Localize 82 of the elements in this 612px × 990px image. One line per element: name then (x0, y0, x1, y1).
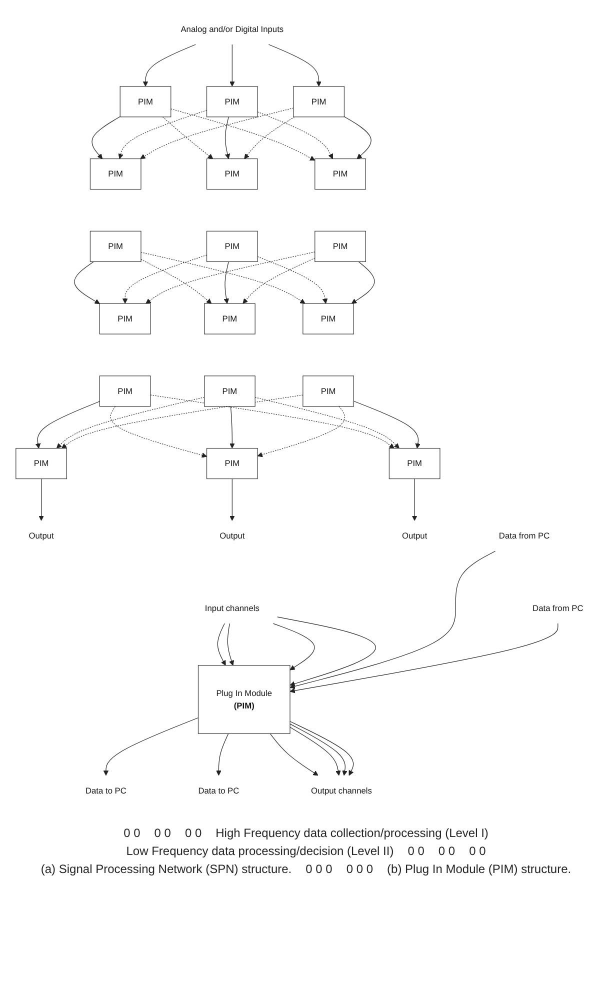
arrow (74, 261, 100, 304)
arrow (140, 108, 294, 160)
arrow (351, 261, 375, 304)
arrow (35, 401, 100, 449)
note-text: High Frequency data collection/processing (Level I) (216, 826, 488, 840)
module-box: PIM (120, 86, 172, 118)
arrow (170, 108, 316, 161)
arrow (290, 726, 341, 776)
module-box: PIM (206, 448, 258, 480)
module-box: PIM (314, 158, 366, 190)
arrow (224, 261, 229, 304)
text-label: Output (220, 530, 245, 540)
note-text: 0 0 (124, 826, 140, 840)
arrow (344, 116, 372, 160)
arrow (290, 550, 496, 689)
arrow (227, 623, 234, 666)
arrow (257, 406, 346, 458)
arrow (230, 406, 235, 449)
arrow (92, 116, 120, 160)
arrow (230, 44, 235, 87)
module-box: PIM (206, 158, 258, 190)
module-box: PIM (206, 230, 258, 262)
module-box: PIM (206, 86, 258, 118)
text-label: Analog and/or Digital Inputs (180, 24, 284, 34)
note-text: 0 0 (408, 844, 424, 858)
note-text: 0 0 0 (306, 862, 332, 876)
arrow (277, 616, 376, 686)
arrow (150, 394, 394, 449)
note-text: (a) Signal Processing Network (SPN) structure. (40, 862, 292, 876)
arrow (230, 478, 235, 521)
module-box: PIM (314, 230, 366, 262)
arrow (242, 258, 316, 304)
note-text: 0 0 0 (346, 862, 374, 876)
arrow (270, 733, 318, 776)
text-label: Data from PC (532, 603, 584, 613)
note-text: Low Frequency data processing/decision (Level II) (126, 844, 394, 858)
note-text: 0 0 (469, 844, 486, 858)
module-box: PIM (99, 376, 151, 407)
text-label: Output (402, 530, 428, 540)
arrow (56, 396, 205, 449)
module-box: PIM (16, 448, 67, 480)
module-box: PIM (302, 303, 354, 334)
arrow (217, 623, 226, 666)
arrow (110, 406, 208, 458)
arrow (103, 717, 199, 776)
arrow (268, 44, 322, 87)
text-label: Input channels (204, 603, 260, 613)
arrow (140, 259, 212, 304)
text-label: Output (28, 530, 54, 540)
note-text: 0 0 (184, 826, 202, 840)
arrow (118, 110, 208, 160)
arrow (122, 254, 208, 304)
text-label: Data from PC (498, 530, 550, 540)
module-box: PIM (90, 230, 142, 262)
arrow (254, 397, 400, 449)
module-box: PIM (293, 86, 345, 118)
arrow (216, 733, 229, 776)
arrow (224, 116, 230, 160)
arrow (290, 623, 558, 694)
arrow (61, 394, 304, 449)
arrow (272, 623, 315, 670)
module-box: PIM (302, 376, 354, 407)
note-text: 0 0 (154, 826, 171, 840)
module-box: PIM (204, 376, 256, 407)
arrow (142, 44, 196, 87)
module-box: Plug In Module (PIM) (198, 665, 290, 734)
arrow (353, 400, 420, 449)
arrow (257, 112, 333, 160)
text-label: Data to PC (85, 786, 126, 796)
arrow (162, 116, 214, 160)
arrow (38, 478, 44, 521)
arrow (244, 116, 295, 160)
module-box: PIM (388, 448, 440, 480)
arrow (257, 256, 328, 304)
note-text: (b) Plug In Module (PIM) structure. (387, 862, 572, 876)
arrow (412, 478, 418, 521)
text-label: Data to PC (198, 786, 240, 796)
module-box: PIM (90, 158, 142, 190)
note-text: 0 0 (438, 844, 456, 858)
module-box: PIM (204, 303, 256, 334)
module-box: PIM (99, 303, 151, 334)
text-label: Output channels (310, 786, 372, 796)
